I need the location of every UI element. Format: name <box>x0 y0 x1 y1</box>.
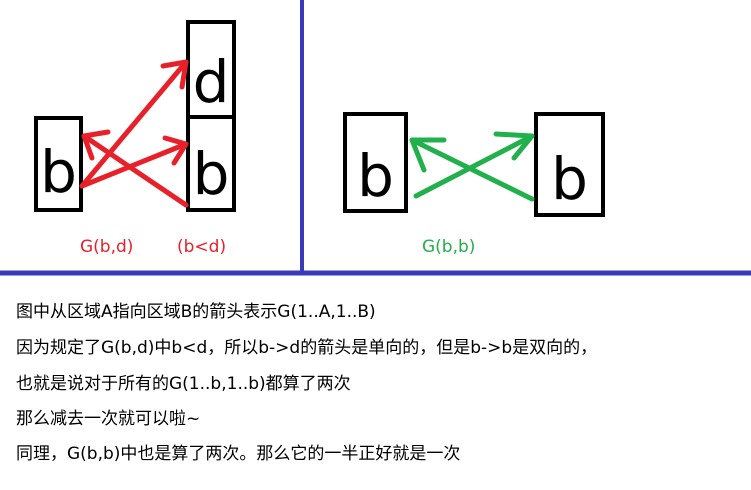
note-line-4: 那么减去一次就可以啦~ <box>16 409 201 429</box>
left-box-b2: b <box>186 115 236 212</box>
right-label-g: G(b,b) <box>422 237 475 257</box>
red-arrowhead-b2 <box>162 135 189 166</box>
green-arrowhead-right <box>493 131 535 161</box>
red-arrows <box>79 59 189 208</box>
left-box-d-letter: d <box>193 48 230 116</box>
left-box-b: b <box>34 116 83 212</box>
left-box-b-letter: b <box>40 138 77 206</box>
red-arrow-b-to-d <box>79 59 189 189</box>
red-arrow-b2-to-b <box>81 133 189 208</box>
green-arrow-left-to-right <box>413 133 535 199</box>
left-box-b2-letter: b <box>193 140 230 208</box>
red-arrow-b-to-b2 <box>79 141 189 189</box>
green-arrowhead-left <box>409 137 447 173</box>
green-arrow-right-to-left <box>409 137 535 202</box>
red-arrowhead-d <box>160 59 189 90</box>
green-arrows <box>409 131 535 202</box>
right-box-b-left: b <box>343 112 408 213</box>
right-box-b-right-letter: b <box>551 145 588 213</box>
left-box-d: d <box>186 20 236 119</box>
note-line-1: 图中从区域A指向区域B的箭头表示G(1..A,1..B) <box>16 302 376 322</box>
note-line-2: 因为规定了G(b,d)中b<d，所以b->d的箭头是单向的，但是b->b是双向的… <box>16 338 598 358</box>
left-label-g: G(b,d) <box>80 237 133 257</box>
left-label-condition: (b<d) <box>177 237 226 257</box>
note-line-3: 也就是说对于所有的G(1..b,1..b)都算了两次 <box>16 374 351 394</box>
red-arrowhead-b <box>81 129 111 161</box>
right-box-b-right: b <box>534 112 605 217</box>
right-box-b-left-letter: b <box>357 142 394 210</box>
note-line-5: 同理，G(b,b)中也是算了两次。那么它的一半正好就是一次 <box>16 444 461 464</box>
